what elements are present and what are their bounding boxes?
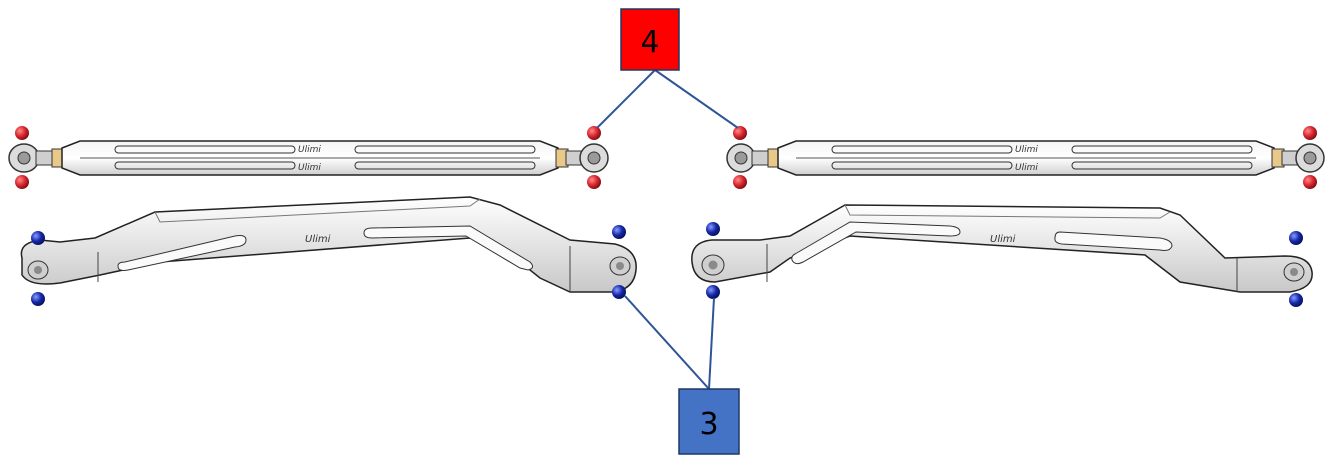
tie-rod-right-hardware	[733, 126, 1317, 189]
tie-rod-right-logo: Ulimi	[1015, 145, 1038, 155]
callout-4-number: 4	[640, 25, 659, 60]
callout-4-box	[620, 8, 680, 71]
leader-lines	[596, 69, 739, 390]
radius-rod-left-logo: Ulimi	[305, 234, 331, 245]
tie-rod-left-hardware	[15, 126, 601, 189]
leader-line-4-right	[654, 69, 739, 129]
callout-3-box	[678, 388, 740, 455]
radius-rod-right-logo: Ulimi	[990, 234, 1016, 245]
leader-line-3-left	[624, 295, 710, 390]
callout-3: 3	[678, 388, 740, 455]
radius-rod-right-hardware	[706, 222, 1303, 307]
tie-rod-left-logo: Ulimi	[298, 145, 321, 155]
leader-line-4-left	[596, 69, 656, 129]
tie-rod-left-logo-2: Ulimi	[298, 163, 321, 173]
callout-4: 4	[620, 8, 680, 71]
radius-rod-left: Ulimi	[20, 196, 637, 306]
tie-rod-left: Ulimi Ulimi	[8, 126, 609, 189]
callout-3-number: 3	[699, 407, 718, 442]
radius-rod-right: Ulimi	[691, 204, 1313, 307]
radius-rod-left-hardware	[31, 225, 626, 306]
tie-rod-right-logo-2: Ulimi	[1015, 163, 1038, 173]
tie-rod-right: Ulimi Ulimi	[726, 126, 1325, 189]
leader-line-3-right	[708, 297, 715, 390]
